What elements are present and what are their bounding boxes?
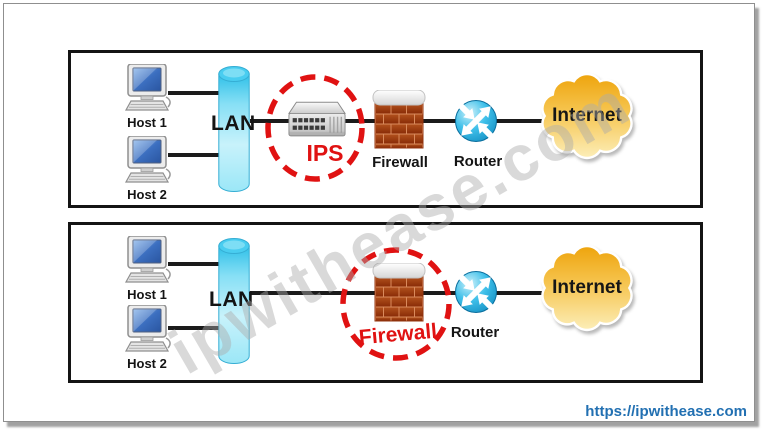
host-1-label: Host 1 <box>127 115 167 130</box>
internet-cloud: Internet <box>537 69 637 163</box>
firewall-label: Firewall <box>372 154 428 171</box>
internet-cloud: Internet <box>537 241 637 335</box>
connection-line <box>168 153 222 157</box>
ips-label: IPS <box>306 140 344 166</box>
ips-highlight-circle <box>265 74 365 182</box>
firewall-icon <box>372 90 426 150</box>
host-2: Host 2 <box>121 136 173 202</box>
computer-icon <box>121 305 173 355</box>
page-frame: Host 1 Host 2 LAN IPS Firewall Router In… <box>3 3 755 422</box>
router-icon <box>454 99 498 143</box>
internet-label: Internet <box>552 277 622 298</box>
host-2-label: Host 2 <box>127 187 167 202</box>
host-1-label: Host 1 <box>127 287 167 302</box>
computer-icon <box>121 236 173 286</box>
connection-line <box>168 326 222 330</box>
router-label: Router <box>453 153 503 170</box>
host-2: Host 2 <box>121 305 173 371</box>
router-label: Router <box>450 324 500 341</box>
footer-link[interactable]: https://ipwithease.com <box>585 403 747 420</box>
connection-line <box>168 262 222 266</box>
computer-icon <box>121 64 173 114</box>
firewall-highlight-circle <box>340 247 452 361</box>
lan-label: LAN <box>209 288 254 311</box>
connection-line <box>168 91 222 95</box>
lan-label: LAN <box>211 112 256 135</box>
panel-ips-scenario: Host 1 Host 2 LAN IPS Firewall Router In… <box>68 50 703 208</box>
internet-label: Internet <box>552 105 622 126</box>
panel-firewall-scenario: Host 1 Host 2 LAN Firewall Router Intern… <box>68 222 703 383</box>
host-1: Host 1 <box>121 64 173 130</box>
computer-icon <box>121 136 173 186</box>
router-icon <box>454 270 498 314</box>
host-2-label: Host 2 <box>127 356 167 371</box>
host-1: Host 1 <box>121 236 173 302</box>
